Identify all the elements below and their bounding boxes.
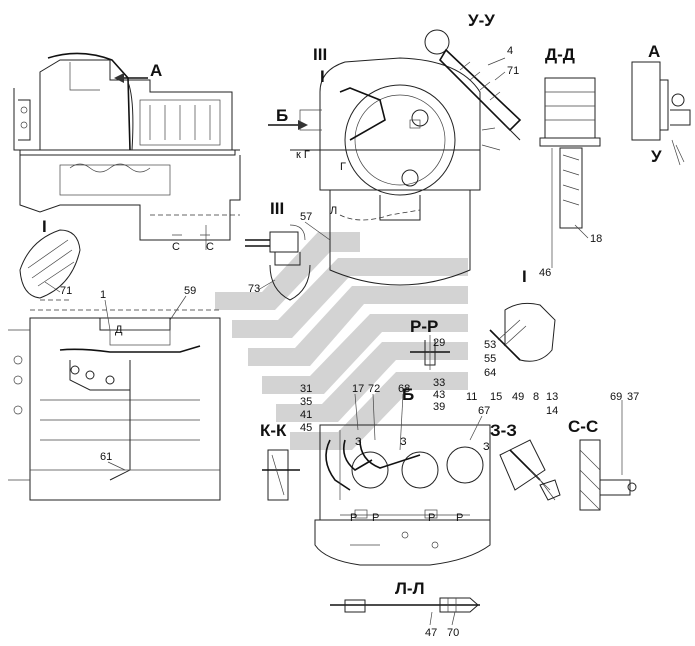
callout-29: 29 xyxy=(433,337,445,349)
callout-46: 46 xyxy=(539,267,551,279)
callout-33: 33 xyxy=(433,377,445,389)
callout-71-left: 71 xyxy=(60,285,72,297)
arrow-A-top xyxy=(114,73,148,83)
callout-70: 70 xyxy=(447,627,459,639)
mark-g: Г xyxy=(340,161,346,173)
mark-p4: Р xyxy=(456,512,463,524)
callout-57: 57 xyxy=(300,211,312,223)
callout-73: 73 xyxy=(248,283,260,295)
section-label-I-right: I xyxy=(522,267,527,286)
callout-4: 4 xyxy=(507,45,513,57)
callout-49: 49 xyxy=(512,391,524,403)
callout-39: 39 xyxy=(433,401,445,413)
section-label-ZZ: З-З xyxy=(490,421,517,440)
callout-59: 59 xyxy=(184,285,196,297)
callout-47: 47 xyxy=(425,627,437,639)
callout-31: 31 xyxy=(300,383,312,395)
section-label-DD: Д-Д xyxy=(545,45,575,64)
section-label-SS: С-С xyxy=(568,417,598,436)
section-label-A-right: А xyxy=(648,42,660,61)
gearbox-top-center xyxy=(290,57,501,286)
detail-I-left xyxy=(19,229,81,301)
callout-18: 18 xyxy=(590,233,602,245)
mark-z2: З xyxy=(400,436,407,448)
section-label-KK: К-К xyxy=(260,421,287,440)
section-label-I-left: I xyxy=(42,217,47,236)
section-PP xyxy=(410,335,450,370)
callout-15: 15 xyxy=(490,391,502,403)
mark-p2: Р xyxy=(372,512,379,524)
mark-z3: З xyxy=(483,441,490,453)
section-ZZ xyxy=(499,439,561,501)
section-UU xyxy=(424,29,522,141)
section-label-B-mid: Б xyxy=(402,385,414,404)
mark-z1: З xyxy=(355,436,362,448)
callout-35: 35 xyxy=(300,396,312,408)
callout-1: 1 xyxy=(100,289,106,301)
mark-c1: С xyxy=(172,241,180,253)
section-label-B-top: Б xyxy=(276,106,288,125)
section-label-LL: Л-Л xyxy=(395,579,425,598)
section-LL xyxy=(330,597,480,613)
view-A-right xyxy=(631,61,691,166)
callout-13: 13 xyxy=(546,391,558,403)
engine-mid-left xyxy=(8,309,221,501)
detail-III-mid xyxy=(245,224,311,301)
callout-68: 68 xyxy=(398,383,410,395)
callout-64: 64 xyxy=(484,367,496,379)
callout-67: 67 xyxy=(478,405,490,417)
section-label-A: А xyxy=(150,61,162,80)
callout-72: 72 xyxy=(368,383,380,395)
mark-l: Л xyxy=(330,205,337,217)
section-DD xyxy=(539,77,601,268)
callout-53: 53 xyxy=(484,339,496,351)
leader-lines xyxy=(44,57,589,626)
mark-c2: С xyxy=(206,241,214,253)
mark-p3: Р xyxy=(428,512,435,524)
mark-kg: к Г xyxy=(296,149,310,161)
callout-71-top: 71 xyxy=(507,65,519,77)
detail-I-right xyxy=(489,302,556,362)
mark-p1: Р xyxy=(350,512,357,524)
section-SS xyxy=(579,400,637,511)
mark-d: Д xyxy=(115,324,123,336)
callout-14: 14 xyxy=(546,405,558,417)
callout-43: 43 xyxy=(433,389,445,401)
engine-top-left-view xyxy=(13,52,241,250)
callout-8: 8 xyxy=(533,391,539,403)
callout-61: 61 xyxy=(100,451,112,463)
watermark-logo xyxy=(215,232,468,450)
arrow-B-top xyxy=(268,120,308,130)
section-label-UU: У-У xyxy=(468,11,495,30)
callout-11: 11 xyxy=(466,391,477,403)
callout-37: 37 xyxy=(627,391,639,403)
section-label-III-top: III xyxy=(313,45,327,64)
callout-17: 17 xyxy=(352,383,364,395)
section-KK xyxy=(262,449,300,501)
section-label-I-top: I xyxy=(320,67,325,86)
callout-41: 41 xyxy=(300,409,312,421)
section-label-III-mid: III xyxy=(270,199,284,218)
callout-45: 45 xyxy=(300,422,312,434)
callout-55: 55 xyxy=(484,353,496,365)
section-label-U-right: У xyxy=(651,147,662,166)
callout-69: 69 xyxy=(610,391,622,403)
cylinder-head-bottom xyxy=(314,424,491,566)
section-label-PP: Р-Р xyxy=(410,317,438,336)
